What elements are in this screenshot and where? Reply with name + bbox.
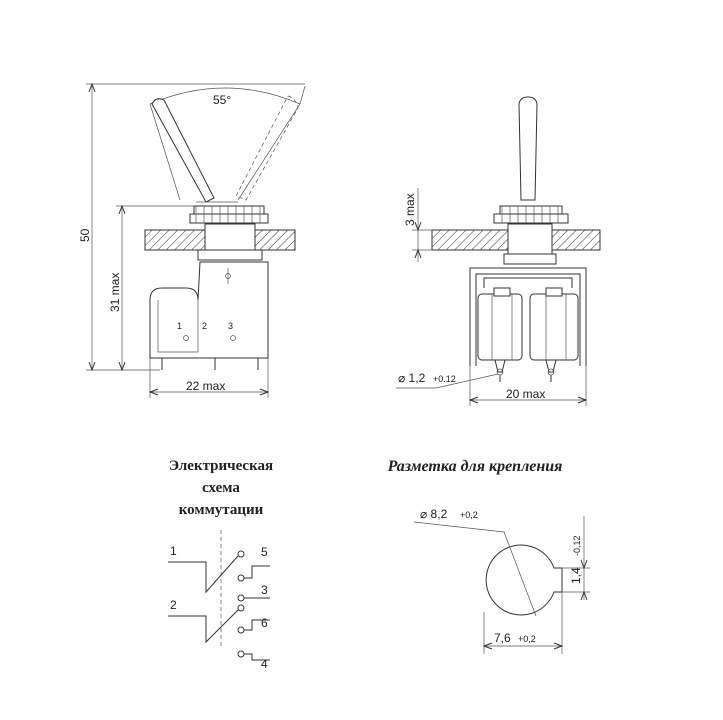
contact-4	[237, 650, 245, 658]
schematic-label-5: 5	[261, 545, 268, 559]
dim-hole-diameter: ⌀ 8,2	[420, 507, 448, 521]
schematic-label-1: 1	[170, 544, 177, 558]
panel-left	[144, 229, 206, 251]
dim-flat-tolerance: +0,2	[518, 634, 536, 644]
panel-right	[254, 229, 296, 251]
pole-1-contact	[168, 555, 239, 594]
module-right	[529, 293, 579, 361]
contact-mid-2	[237, 626, 245, 634]
terminal-label-1: 1	[177, 321, 182, 331]
schematic-title-2: схема	[202, 480, 240, 496]
mounting-title: Разметка для крепления	[387, 458, 563, 475]
dim-pin-diameter: ⌀ 1,2	[398, 371, 426, 385]
terminal-label-2: 2	[202, 321, 207, 331]
dim-key-width: 1,4	[569, 567, 583, 584]
schematic-label-6: 6	[261, 616, 268, 630]
dim-width-front: 20 max	[506, 387, 545, 401]
schematic-label-2: 2	[170, 598, 177, 612]
front-view: 3 max ⌀ 1,2 +0.12 20 max	[396, 96, 601, 406]
front-nut	[493, 213, 569, 224]
dim-hole-tolerance: +0,2	[460, 510, 478, 520]
dim-key-tolerance: -0,12	[572, 535, 582, 556]
side-view: 55° 1 2 3	[78, 82, 306, 398]
front-panel-right	[551, 229, 601, 251]
nut-knurl	[189, 213, 269, 224]
contact-mid-1	[237, 574, 245, 582]
module-left	[477, 293, 523, 361]
contact-6	[237, 604, 245, 612]
terminal-label-3: 3	[228, 321, 233, 331]
pole-2-contact	[168, 609, 239, 644]
schematic-label-4: 4	[261, 657, 268, 671]
cutout-outline	[485, 544, 563, 616]
switch-body	[149, 261, 269, 359]
dim-height-total: 50	[78, 228, 92, 242]
dim-height-body: 31 max	[108, 273, 122, 312]
dim-thread-height: 3 max	[403, 193, 417, 226]
schematic-label-3: 3	[261, 583, 268, 597]
schematic-title-3: коммутации	[179, 502, 264, 518]
dim-width-side: 22 max	[186, 379, 225, 393]
nut-top	[193, 205, 265, 215]
toggle-lever	[151, 98, 215, 203]
front-pin-left	[494, 359, 506, 373]
dim-hole-flat: 7,6	[494, 631, 511, 645]
front-pin-right	[545, 359, 557, 373]
schematic-title-1: Электрическая	[169, 458, 273, 474]
toggle-lever-alt	[235, 95, 299, 201]
angle-label: 55°	[213, 93, 231, 107]
contact-5	[237, 550, 245, 558]
switching-schematic: Электрическая схема коммутации 1 5 3 2 6…	[168, 458, 273, 671]
mounting-cutout: Разметка для крепления ⌀ 8,2 +0,2 1,4 -0…	[387, 458, 590, 654]
front-lever	[518, 96, 538, 201]
contact-3	[237, 594, 245, 602]
front-panel-left	[431, 229, 509, 251]
lock-washer	[197, 249, 263, 261]
dim-pin-tolerance: +0.12	[433, 374, 456, 384]
angle-arc	[149, 87, 301, 105]
